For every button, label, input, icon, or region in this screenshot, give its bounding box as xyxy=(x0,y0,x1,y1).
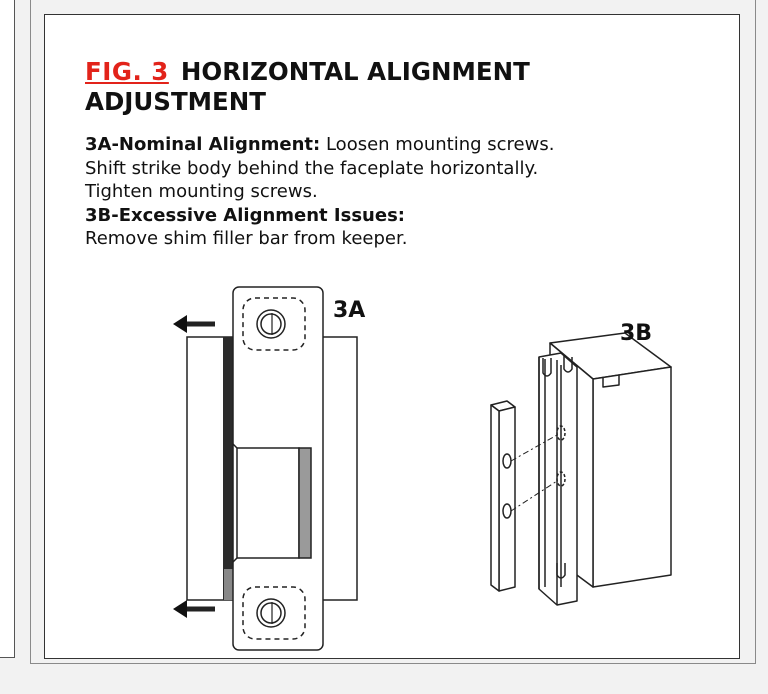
shim-front xyxy=(498,406,516,592)
bottom-screw-slot xyxy=(242,586,306,640)
figure-number-link[interactable]: FIG. 3 xyxy=(85,57,169,86)
bottom-screw-icon xyxy=(256,598,286,628)
left-panel-edge xyxy=(0,0,15,658)
faceplate-shadow xyxy=(223,337,234,600)
keeper-shading xyxy=(298,447,312,559)
label-3a: 3A xyxy=(333,298,365,323)
instructions: 3A-Nominal Alignment: Loosen mounting sc… xyxy=(85,133,725,251)
figure-title: HORIZONTAL ALIGNMENT ADJUSTMENT xyxy=(85,57,530,116)
alignment-diagram: 3A xyxy=(173,286,672,651)
diagram-3b xyxy=(490,332,672,606)
nominal-text-3: Tighten mounting screws. xyxy=(85,181,318,202)
shim-side xyxy=(490,404,500,592)
keeper-opening xyxy=(236,447,300,559)
diagram-3a xyxy=(173,286,358,651)
nominal-line-1: 3A-Nominal Alignment: Loosen mounting sc… xyxy=(85,133,725,157)
excessive-heading: 3B-Excessive Alignment Issues: xyxy=(85,204,405,226)
excessive-text: Remove shim filler bar from keeper. xyxy=(85,228,408,249)
left-arrow-icon xyxy=(173,600,215,618)
nominal-text-1: Loosen mounting screws. xyxy=(325,134,555,155)
background-frame xyxy=(30,0,756,664)
nominal-text-2: Shift strike body behind the faceplate h… xyxy=(85,157,539,179)
nominal-heading: 3A-Nominal Alignment: xyxy=(85,134,321,155)
label-3b: 3B xyxy=(620,321,652,346)
keeper-front xyxy=(592,366,672,588)
top-screw-icon xyxy=(256,309,286,339)
top-screw-slot xyxy=(242,297,306,351)
left-arrow-icon xyxy=(173,315,215,333)
